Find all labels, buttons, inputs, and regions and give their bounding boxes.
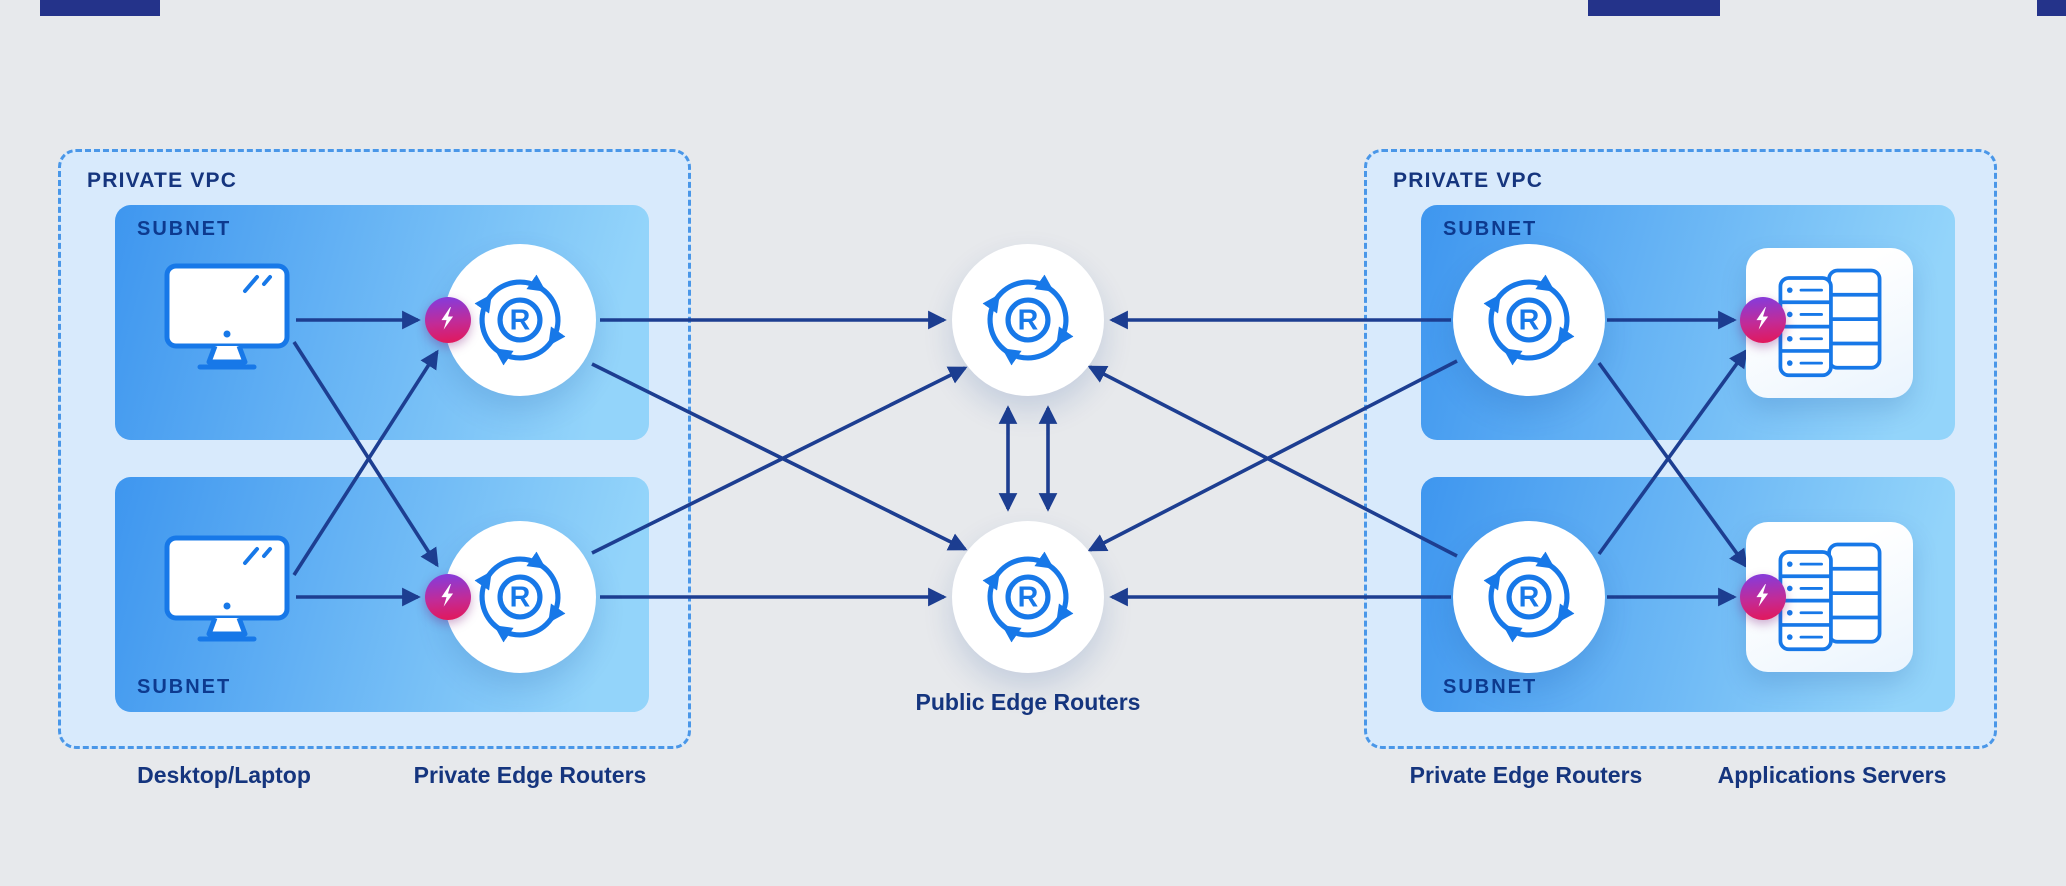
lightning-badge bbox=[1740, 574, 1786, 620]
desktop-icon bbox=[160, 532, 294, 652]
private-edge-router-right-1: R bbox=[1453, 244, 1605, 396]
caption-desktop-laptop: Desktop/Laptop bbox=[137, 762, 311, 788]
lightning-bolt-icon bbox=[1747, 302, 1779, 339]
private-vpc-left: PRIVATE VPC SUBNET SUBNET bbox=[58, 149, 691, 749]
svg-text:R: R bbox=[1018, 305, 1039, 337]
private-edge-router-right-2: R bbox=[1453, 521, 1605, 673]
svg-text:R: R bbox=[1519, 305, 1540, 337]
router-icon: R bbox=[468, 545, 572, 649]
router-icon: R bbox=[1477, 545, 1581, 649]
desktop-icon bbox=[160, 260, 294, 380]
svg-text:R: R bbox=[1519, 582, 1540, 614]
subnet-label: SUBNET bbox=[137, 218, 232, 240]
svg-text:R: R bbox=[1018, 582, 1039, 614]
router-icon: R bbox=[976, 268, 1080, 372]
decorative-top-bar bbox=[2037, 0, 2066, 16]
caption-public-edge-routers: Public Edge Routers bbox=[915, 689, 1141, 715]
subnet-label: SUBNET bbox=[1443, 676, 1538, 698]
decorative-top-bar bbox=[1588, 0, 1720, 16]
router-icon: R bbox=[468, 268, 572, 372]
public-edge-router-2: R bbox=[952, 521, 1104, 673]
caption-private-edge-routers-left: Private Edge Routers bbox=[413, 762, 647, 788]
applications-server-1 bbox=[1746, 248, 1913, 398]
lightning-bolt-icon bbox=[432, 579, 464, 616]
lightning-badge bbox=[1740, 297, 1786, 343]
lightning-badge bbox=[425, 574, 471, 620]
router-icon: R bbox=[976, 545, 1080, 649]
lightning-bolt-icon bbox=[1747, 579, 1779, 616]
applications-server-2 bbox=[1746, 522, 1913, 672]
caption-private-edge-routers-right: Private Edge Routers bbox=[1409, 762, 1643, 788]
svg-text:R: R bbox=[510, 582, 531, 614]
subnet-label: SUBNET bbox=[1443, 218, 1538, 240]
lightning-bolt-icon bbox=[432, 302, 464, 339]
vpc-label: PRIVATE VPC bbox=[87, 169, 238, 192]
public-edge-router-1: R bbox=[952, 244, 1104, 396]
svg-text:R: R bbox=[510, 305, 531, 337]
decorative-top-bar bbox=[40, 0, 160, 16]
lightning-badge bbox=[425, 297, 471, 343]
vpc-label: PRIVATE VPC bbox=[1393, 169, 1544, 192]
router-icon: R bbox=[1477, 268, 1581, 372]
caption-applications-servers: Applications Servers bbox=[1717, 762, 1947, 788]
server-rack-icon bbox=[1769, 537, 1891, 658]
subnet-label: SUBNET bbox=[137, 676, 232, 698]
server-rack-icon bbox=[1769, 263, 1891, 384]
